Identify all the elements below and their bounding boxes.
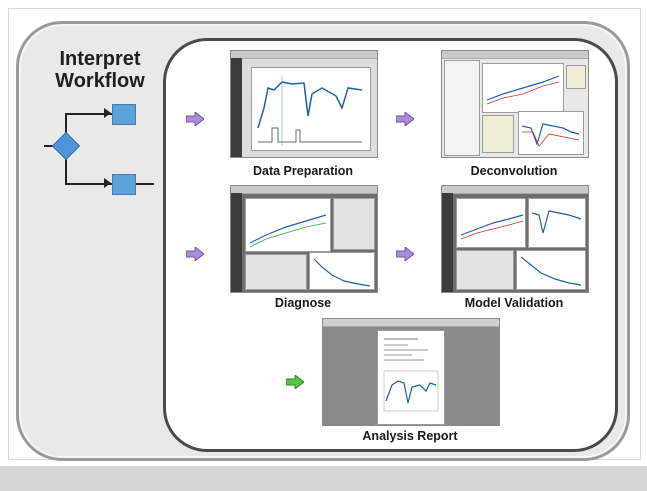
step-label-diagnose: Diagnose xyxy=(274,296,332,310)
arrow-right-icon xyxy=(186,247,204,261)
flow-line-bottom xyxy=(65,183,112,185)
flow-arrowhead-bottom xyxy=(104,178,111,188)
flow-box-top xyxy=(112,104,136,125)
data-preparation-screenshot xyxy=(230,50,378,158)
flow-line-top xyxy=(65,113,112,115)
workflow-title: Interpret Workflow xyxy=(40,48,160,92)
flow-arrowhead-top xyxy=(104,108,111,118)
arrow-right-icon xyxy=(396,112,414,126)
arrow-right-icon xyxy=(186,112,204,126)
flow-line-left xyxy=(44,145,58,147)
arrow-right-icon xyxy=(286,375,304,389)
flow-line-out xyxy=(136,183,154,185)
diagnose-screenshot xyxy=(230,185,378,293)
workflow-title-line1: Interpret xyxy=(59,48,141,70)
step-label-analysis-report: Analysis Report xyxy=(362,429,458,443)
step-label-deconvolution: Deconvolution xyxy=(470,164,558,178)
flow-line-down xyxy=(65,150,67,183)
arrow-right-icon xyxy=(396,247,414,261)
bottom-bar xyxy=(0,466,647,491)
deconvolution-screenshot xyxy=(441,50,589,158)
step-label-model-validation: Model Validation xyxy=(464,296,564,310)
workflow-title-line2: Workflow xyxy=(55,70,145,92)
step-label-data-preparation: Data Preparation xyxy=(252,164,354,178)
model-validation-screenshot xyxy=(441,185,589,293)
flow-box-bottom xyxy=(112,174,136,195)
flow-line-up xyxy=(65,113,67,143)
analysis-report-screenshot xyxy=(322,318,500,426)
